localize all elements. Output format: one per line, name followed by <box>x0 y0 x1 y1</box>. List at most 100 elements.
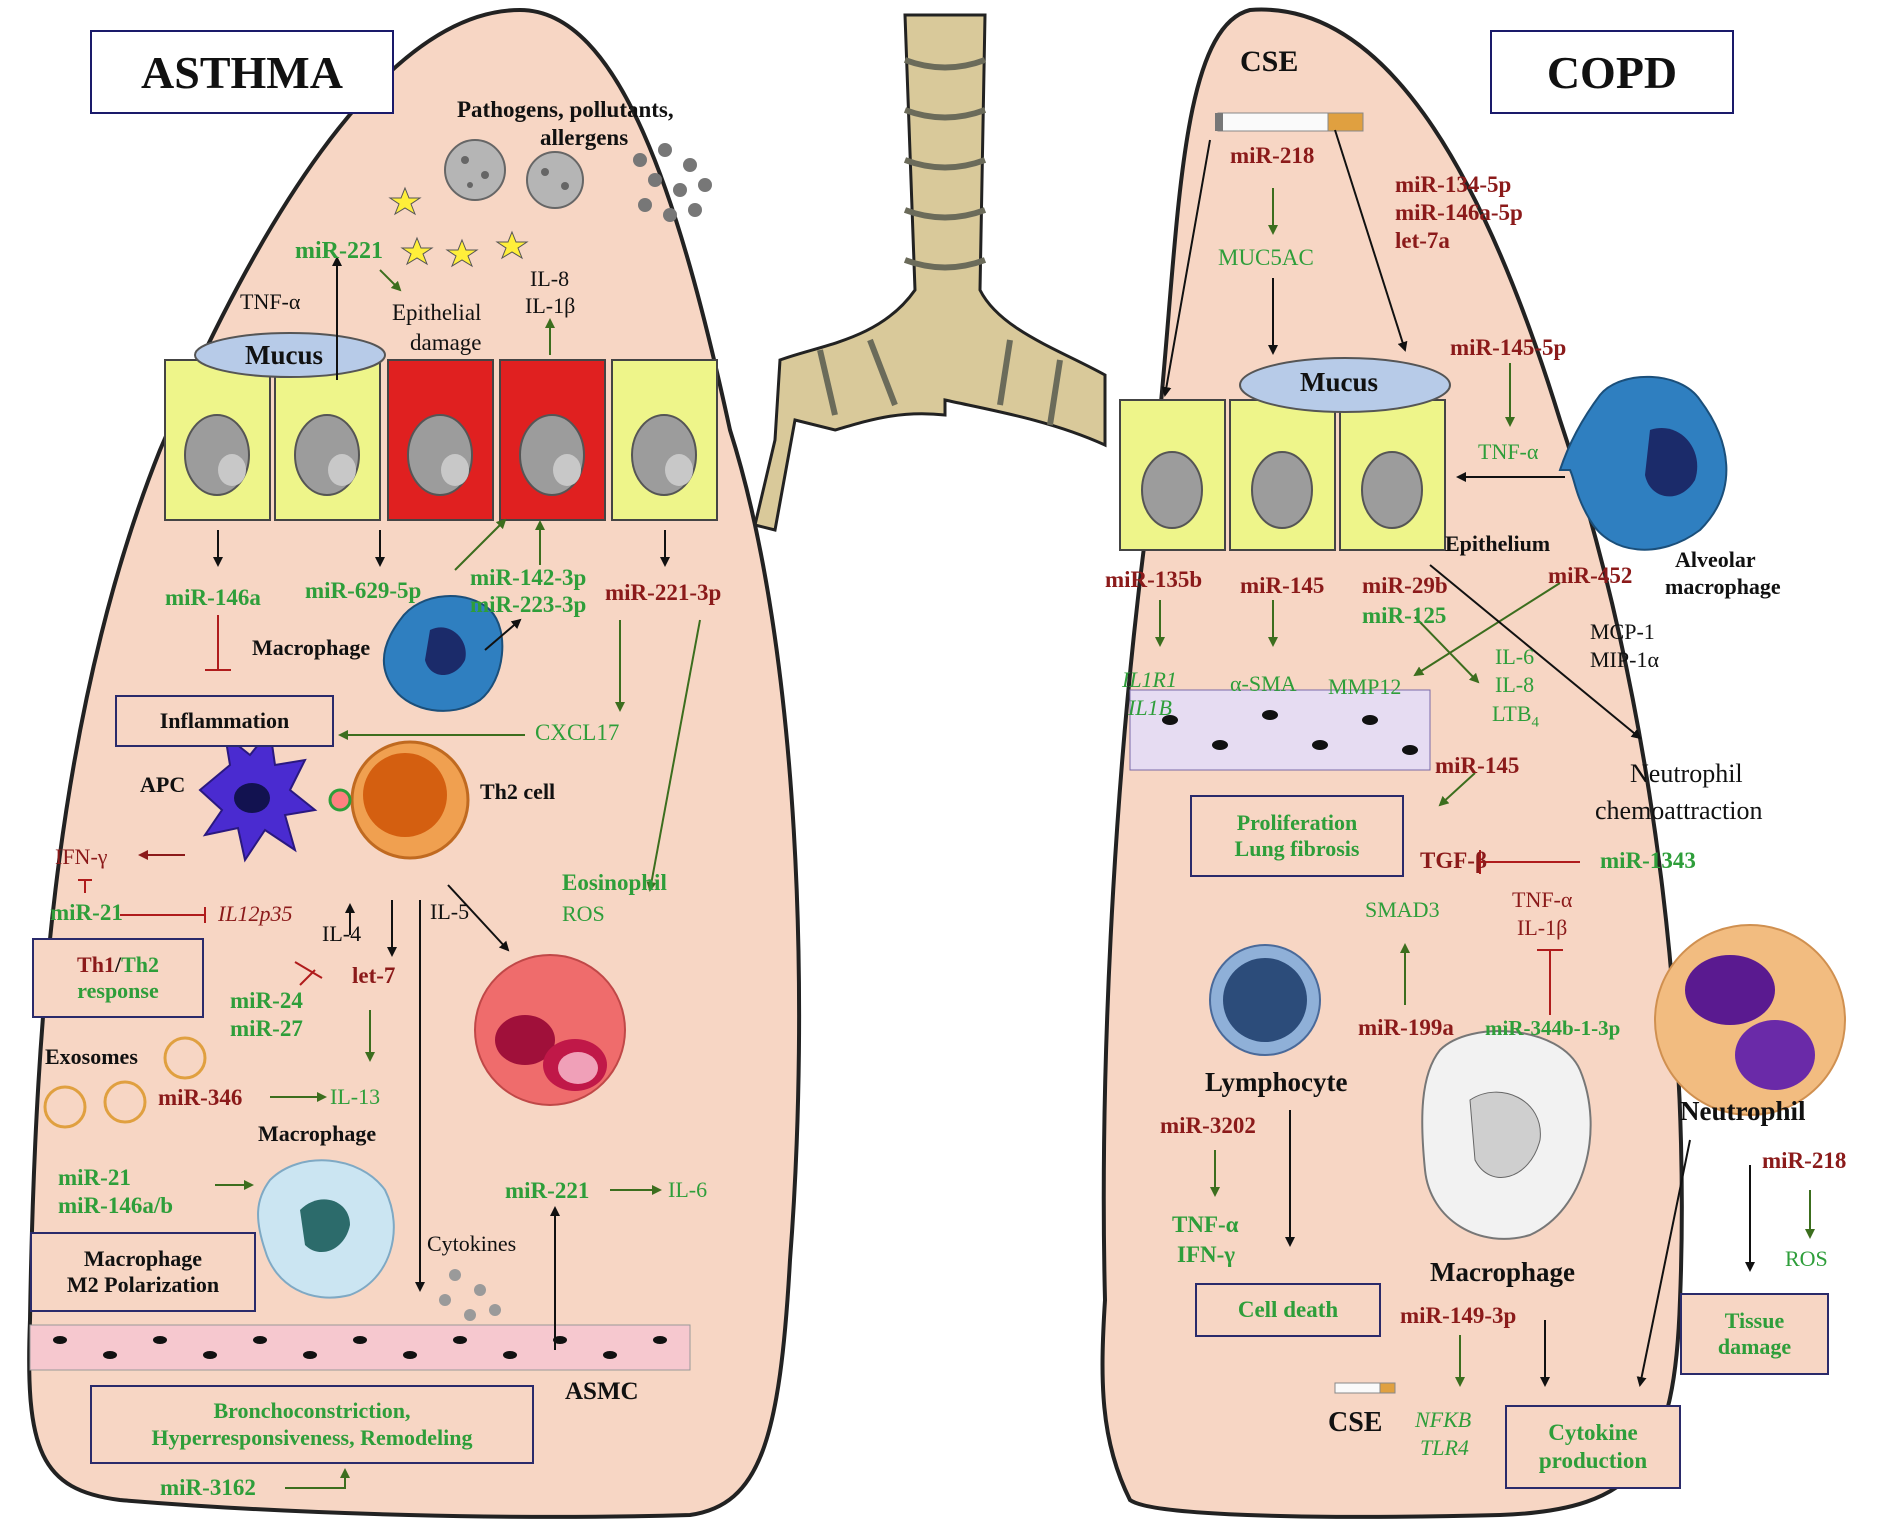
ltb4-subscript: 4 <box>1531 714 1540 731</box>
cell-death-box: Cell death <box>1195 1283 1381 1337</box>
copd-ros-label: ROS <box>1785 1246 1828 1271</box>
prolif-label-2: Lung fibrosis <box>1234 836 1360 861</box>
asthma-ros-label: ROS <box>562 901 605 926</box>
copd-title: COPD <box>1490 30 1734 114</box>
mir452-label: miR-452 <box>1548 563 1633 588</box>
th1-th2-response-box: Th1/Th2 response <box>32 938 204 1018</box>
asthma-arrows <box>138 256 701 1489</box>
epithelium-label: Epithelium <box>1445 531 1551 556</box>
mir21-b-label: miR-21 <box>58 1165 131 1190</box>
bronchoconstriction-box: Bronchoconstriction, Hyperresponsiveness… <box>90 1385 534 1464</box>
il1b-gene-label: IL1B <box>1128 695 1172 720</box>
prolif-label-1: Proliferation <box>1236 809 1358 835</box>
tlr4-label: TLR4 <box>1420 1435 1469 1460</box>
mir134-label: miR-134-5p <box>1395 172 1512 197</box>
il8-label: IL-8 <box>530 266 570 291</box>
copd-mucus-label: Mucus <box>1300 367 1379 397</box>
cytokine-label-1: Cytokine <box>1548 1420 1638 1446</box>
copd-il8-label: IL-8 <box>1495 672 1535 697</box>
cigarette-icon <box>1215 112 1364 132</box>
th2-cell-icon <box>328 740 470 860</box>
asthma-epithelium <box>164 359 718 521</box>
asma-label: α-SMA <box>1230 671 1297 696</box>
mir145-5p-label: miR-145-5p <box>1450 335 1567 360</box>
copd-fibroblast-band <box>1129 689 1431 771</box>
mir21-a-label: miR-21 <box>50 900 123 925</box>
cigarette-small-icon <box>1334 1382 1396 1394</box>
asmc-muscle-band <box>29 1324 691 1371</box>
pathogens-label-2: allergens <box>540 125 629 150</box>
neutrophil-label: Neutrophil <box>1680 1096 1806 1126</box>
broncho-label-2: Hyperresponsiveness, Remodeling <box>151 1424 473 1450</box>
macrophage-mid-label: Macrophage <box>258 1121 377 1146</box>
tissue-label-1: Tissue <box>1724 1307 1785 1333</box>
mir146ab-label: miR-146a/b <box>58 1193 173 1218</box>
m2-label-2: M2 Polarization <box>66 1272 220 1297</box>
epithelial-damage-1: Epithelial <box>392 300 482 325</box>
cytokine-production-box: Cytokine production <box>1505 1405 1681 1489</box>
neutrophil-icon <box>1654 924 1846 1116</box>
asthma-title: ASTHMA <box>90 30 394 114</box>
nfkb-label: NFKB <box>1415 1407 1472 1432</box>
lymphocyte-icon <box>1209 944 1321 1056</box>
cse-low-label: CSE <box>1328 1407 1383 1438</box>
let7a-label: let-7a <box>1395 228 1450 253</box>
cxcl17-label: CXCL17 <box>535 720 620 745</box>
mir27-label: miR-27 <box>230 1016 303 1041</box>
mir146a5p-label: miR-146a-5p <box>1395 200 1523 225</box>
copd-inhibitions <box>1479 850 1580 1015</box>
mir125-label: miR-125 <box>1362 603 1447 628</box>
exosomes-label: Exosomes <box>45 1044 138 1069</box>
mir221-top: miR-221 <box>295 238 383 264</box>
mmp12-label: MMP12 <box>1328 674 1402 699</box>
muc5ac-label: MUC5AC <box>1218 245 1314 270</box>
let7-label: let-7 <box>352 963 396 988</box>
response-label: response <box>77 978 159 1003</box>
mir344b-label: miR-344b-1-3p <box>1485 1016 1621 1040</box>
mir149-label: miR-149-3p <box>1400 1303 1517 1328</box>
copd-il1b-mid-label: IL-1β <box>1517 915 1568 940</box>
mir145-b-label: miR-145 <box>1435 753 1520 778</box>
mir629-label: miR-629-5p <box>305 578 422 603</box>
inflammation-label: Inflammation <box>159 707 290 733</box>
il12p35-label: IL12p35 <box>218 901 293 926</box>
mir199a-label: miR-199a <box>1358 1015 1454 1040</box>
copd-tnfa-mid-label: TNF-α <box>1512 887 1573 912</box>
ltb4-text: LTB <box>1492 701 1532 726</box>
asthma-m2-macrophage-icon <box>257 1159 395 1299</box>
il1r1-label: IL1R1 <box>1122 667 1177 692</box>
cytokines-label: Cytokines <box>427 1231 517 1256</box>
mir29b-label: miR-29b <box>1362 573 1448 598</box>
mir135b-label: miR-135b <box>1105 567 1203 592</box>
smad3-label: SMAD3 <box>1365 897 1440 922</box>
copd-tnfa-top-label: TNF-α <box>1478 439 1539 464</box>
pathogens-label-1: Pathogens, pollutants, <box>457 97 674 122</box>
mir218-top-label: miR-218 <box>1230 143 1315 168</box>
asthma-mucus-label: Mucus <box>245 340 324 370</box>
broncho-label-1: Bronchoconstriction, <box>213 1398 411 1424</box>
lymphocyte-label: Lymphocyte <box>1205 1067 1348 1097</box>
copd-macrophage-icon <box>1421 1030 1592 1240</box>
exosome-icon <box>43 1036 207 1129</box>
epithelial-damage-2: damage <box>410 330 482 355</box>
alveolar-label-1: Alveolar <box>1675 547 1756 572</box>
mir146a-label: miR-146a <box>165 585 261 610</box>
macrophage-top-label: Macrophage <box>252 635 371 660</box>
apc-cell-icon <box>198 727 318 863</box>
copd-il6-label: IL-6 <box>1495 644 1535 669</box>
mir221-3p-label: miR-221-3p <box>605 580 722 605</box>
mip1a-label: MIP-1α <box>1590 647 1659 672</box>
mir218-low-label: miR-218 <box>1762 1148 1847 1173</box>
cse-top-label: CSE <box>1240 45 1299 78</box>
mir221-low-label: miR-221 <box>505 1178 590 1203</box>
asthma-macrophage-icon <box>382 595 504 712</box>
tissue-label-2: damage <box>1717 1334 1792 1359</box>
asthma-inhibitions <box>78 615 323 986</box>
asthma-il6-label: IL-6 <box>668 1177 708 1202</box>
mir1343-label: miR-1343 <box>1600 848 1696 873</box>
neutrophil-chemo-1: Neutrophil <box>1630 759 1743 788</box>
proliferation-box: Proliferation Lung fibrosis <box>1190 795 1404 877</box>
trachea <box>753 13 1107 532</box>
th2-label: Th2 <box>121 951 159 977</box>
